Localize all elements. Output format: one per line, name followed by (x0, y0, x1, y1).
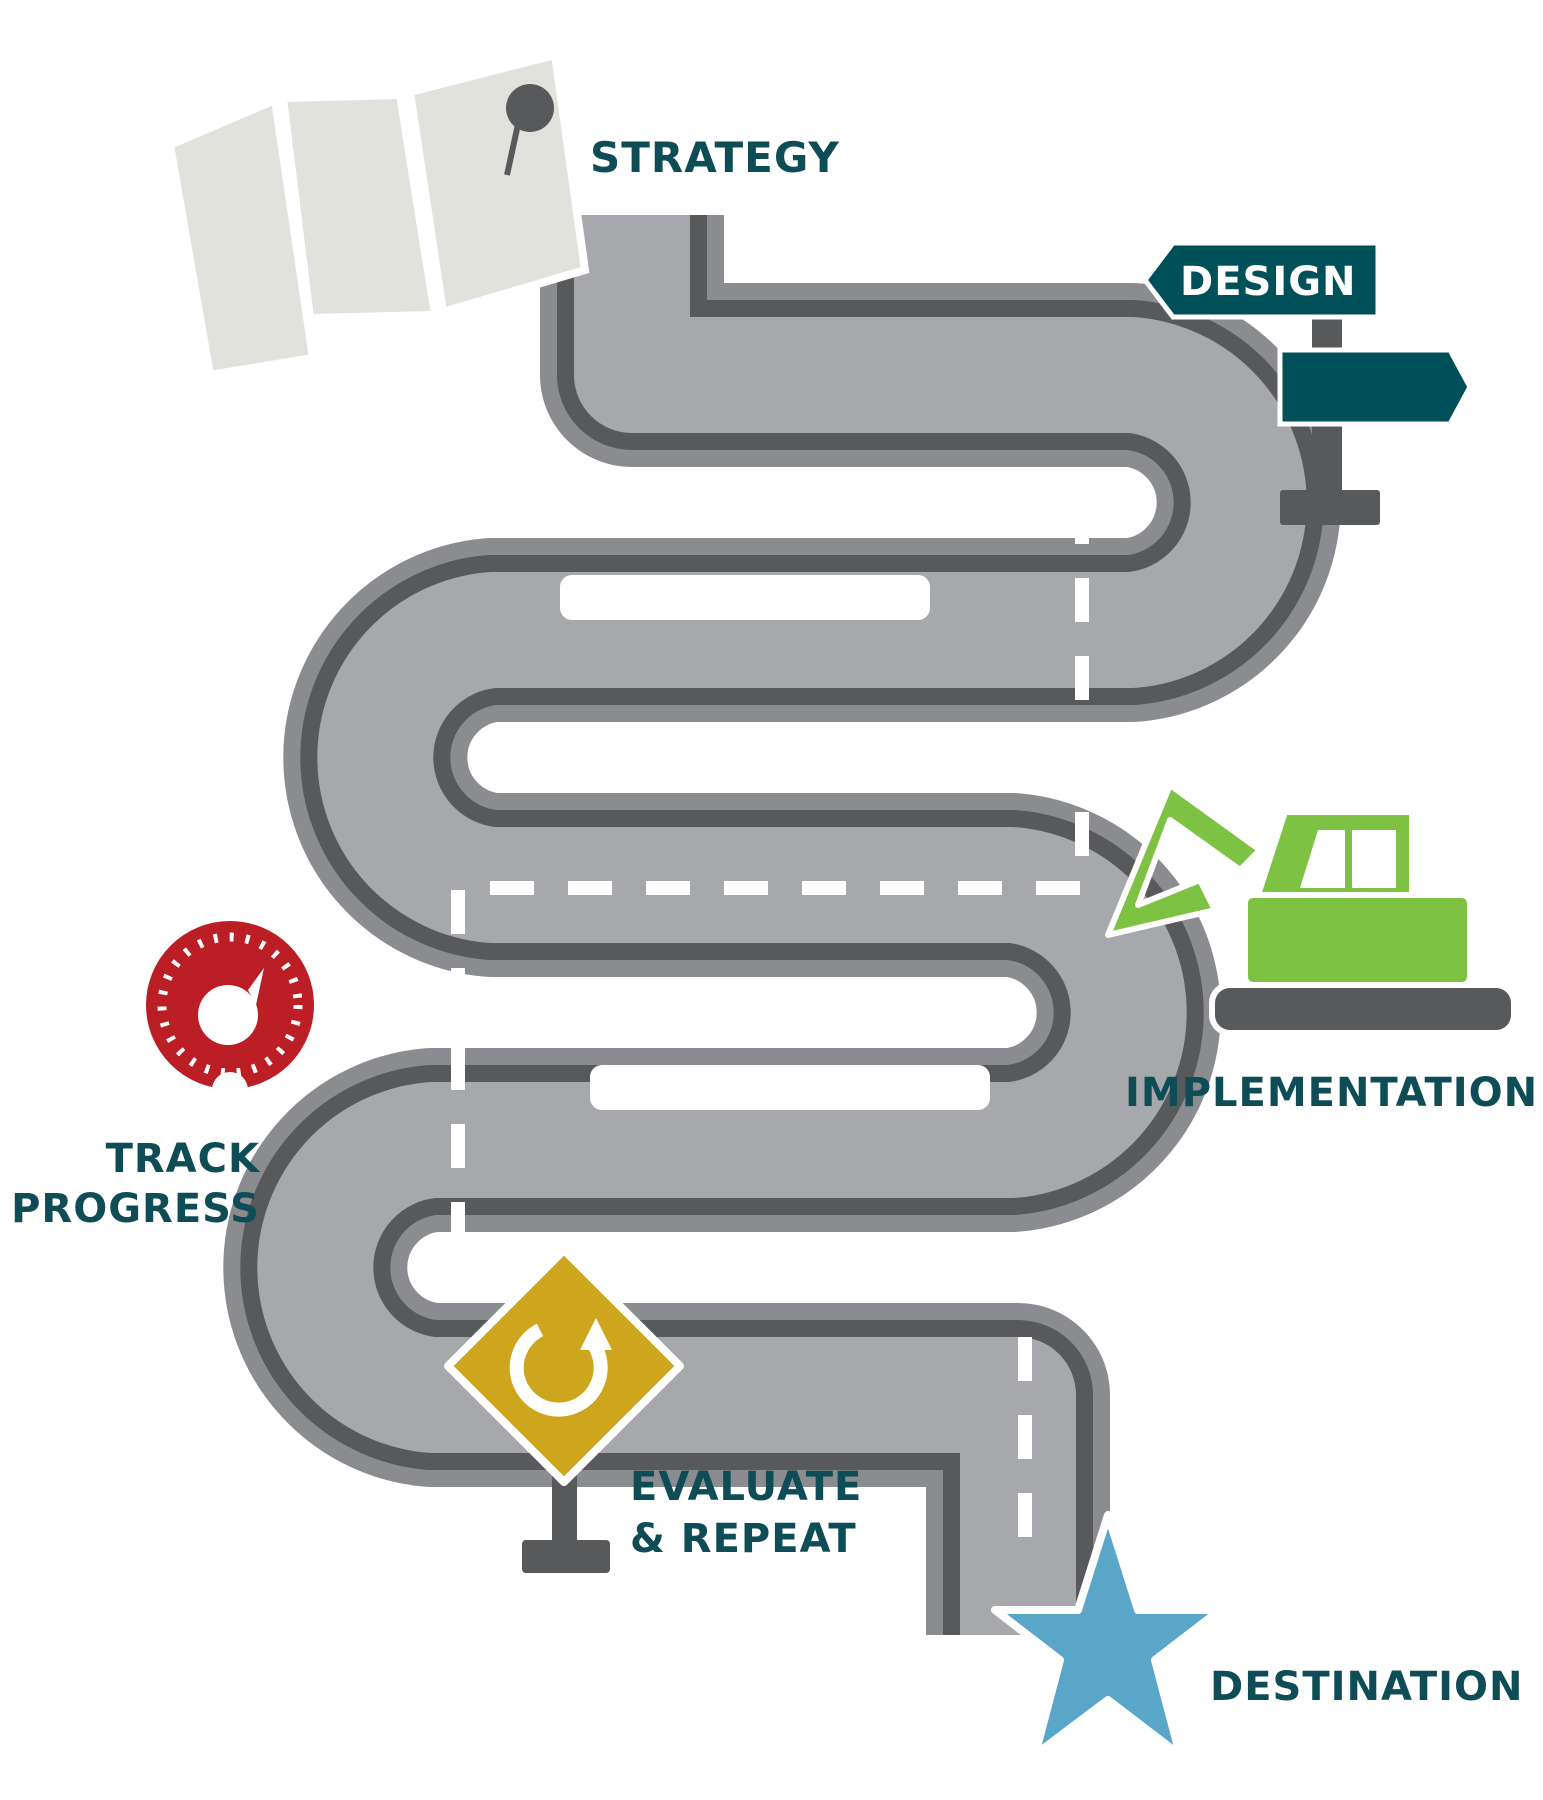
stage-label-track-progress-line2: PROGRESS (11, 1186, 260, 1232)
stage-label-evaluate-line2: & REPEAT (630, 1516, 857, 1562)
refresh-warning-sign-icon (444, 1246, 684, 1573)
stage-label-evaluate-line1: EVALUATE (630, 1464, 862, 1510)
stage-label-destination: DESTINATION (1210, 1664, 1523, 1710)
signpost-icon (1141, 240, 1473, 525)
stage-label-implementation: IMPLEMENTATION (1125, 1070, 1538, 1116)
winding-road (223, 215, 1341, 1635)
excavator-icon (1105, 782, 1517, 1036)
folded-map-with-pin-icon (165, 50, 590, 380)
stage-label-design: DESIGN (1180, 259, 1357, 305)
road-gap-lower (590, 1065, 990, 1110)
stage-label-strategy: STRATEGY (590, 133, 840, 182)
road-gap-upper (560, 575, 930, 620)
speedometer-icon (138, 913, 322, 1108)
star-icon (991, 1511, 1224, 1759)
stage-label-track-progress-line1: TRACK (106, 1136, 261, 1182)
